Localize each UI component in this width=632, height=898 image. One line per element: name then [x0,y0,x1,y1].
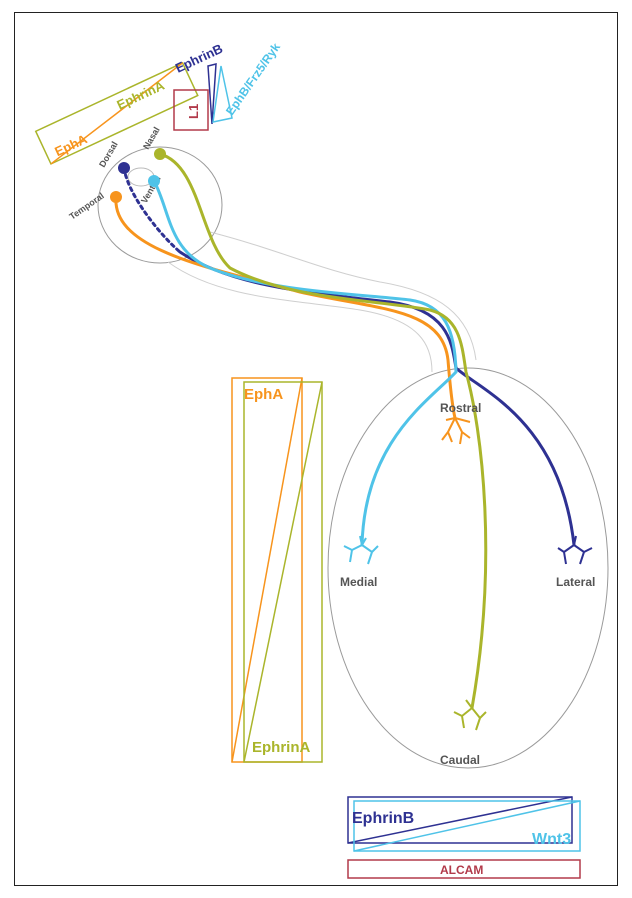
axons [114,152,576,710]
vertical-epha-label: EphA [244,386,283,403]
alcam-label: ALCAM [440,863,483,877]
dorsal-cell [118,162,130,174]
ephb-frz5-ryk-label: EphB/Frz5/Ryk [223,40,283,118]
temporal-cell [110,191,122,203]
l1-box [173,89,209,131]
lateral-arbor [557,535,593,565]
nasal-axon [158,152,488,710]
ephb-wedge [212,65,233,123]
vertical-epha-diagonal [231,377,303,763]
bottom-wnt3-box [353,800,581,852]
dorsal-axon-retina [122,166,182,254]
l1-label: L1 [186,104,201,119]
bottom-ephrinb-label: EphrinB [352,810,414,827]
ventral-cell [148,175,160,187]
top-right-gradient: EphrinB L1 EphB/Frz5/Ryk [173,40,283,131]
vertical-ephrina-label: EphrinA [252,739,310,756]
bottom-wnt3-diagonal [353,800,581,852]
top-left-gradient-box [34,61,199,165]
bottom-ephrinb-box [347,796,573,844]
tectum-caudal-label: Caudal [440,753,480,767]
tectum-lateral-label: Lateral [556,575,595,589]
bottom-gradient: EphrinB Wnt3 ALCAM [347,796,581,879]
tectum-rostral-label: Rostral [440,401,481,415]
medial-arbor [343,535,379,565]
optic-tract-upper-edge [209,231,477,361]
retina-outline [97,146,223,264]
retina-temporal-label: Temporal [67,191,105,222]
caudal-arbor [453,699,487,731]
optic-tract-lower-edge [167,261,433,373]
tectum-outline [327,367,609,769]
retina-dorsal-label: Dorsal [97,140,120,169]
rostral-arbor [441,417,471,445]
figure-frame [14,12,618,886]
vertical-gradient: EphA EphrinA [231,377,323,763]
alcam-bar [347,859,581,879]
top-ephrinb-label: EphrinB [173,41,225,76]
bottom-ephrinb-diagonal [347,796,573,844]
temporal-axon [114,195,457,420]
tectum-medial-label: Medial [340,575,377,589]
ephrinb-wedge [207,63,217,125]
nasal-cell [154,148,166,160]
vertical-ephrina-diagonal [243,381,323,763]
vertical-ephrina-box [243,381,323,763]
ventral-axon [152,179,458,547]
bottom-wnt3-label: Wnt3 [532,831,571,848]
top-left-gradient-diagonal [50,62,184,165]
